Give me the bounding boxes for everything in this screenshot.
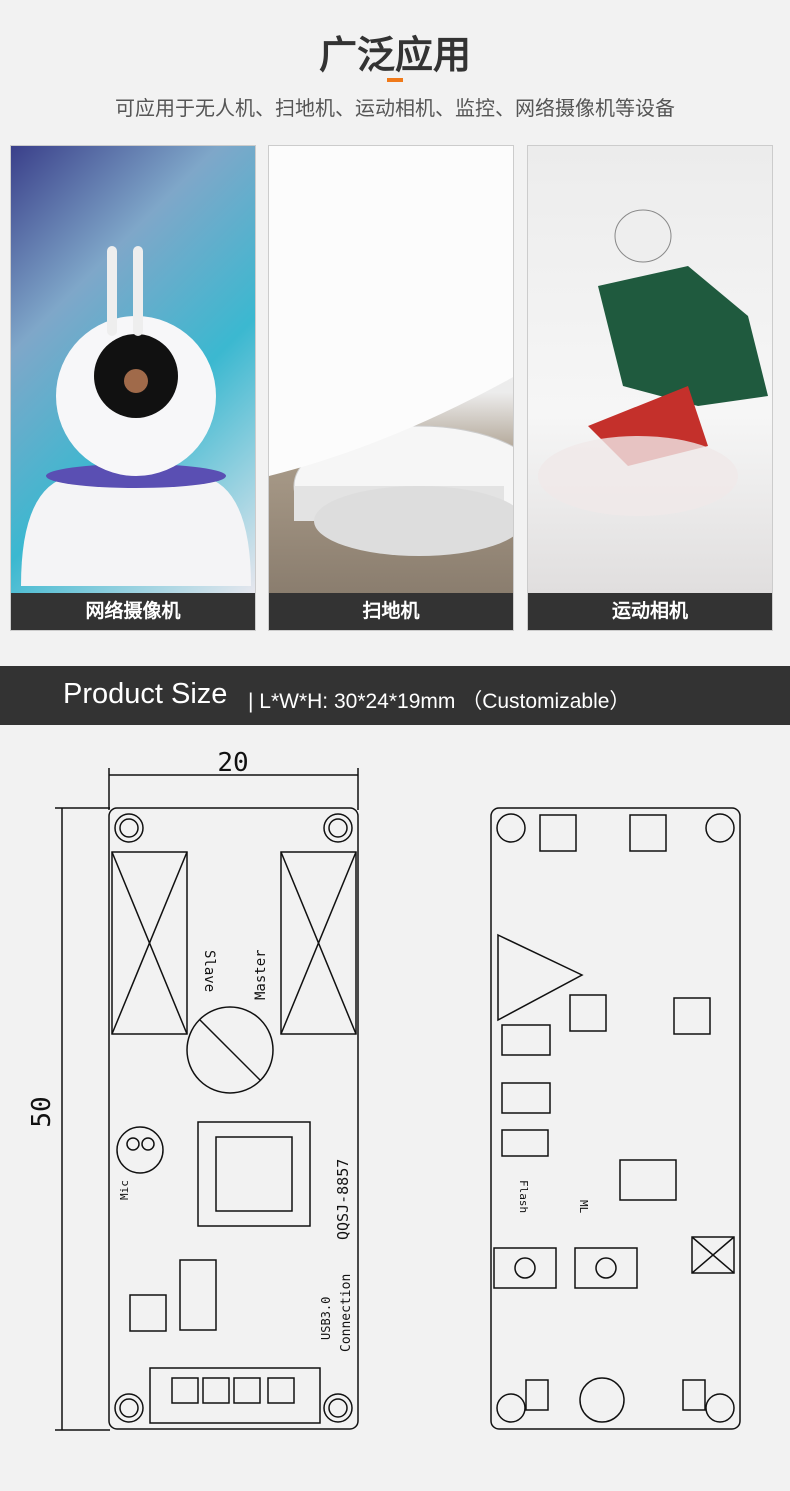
application-card-ip-camera: 网络摄像机 xyxy=(10,145,256,631)
front-board-drawing: 20 50 Slave Master Mic QQSJ-8857 USB3.0 … xyxy=(27,748,359,1431)
robot-vacuum-photo xyxy=(269,146,513,594)
ml-label: ML xyxy=(577,1200,590,1214)
product-size-details: | L*W*H: 30*24*19mm （Customizable） xyxy=(248,690,631,713)
ip-camera-photo xyxy=(11,146,255,594)
connection-label: Connection xyxy=(339,1274,354,1352)
application-card-action-camera: 运动相机 xyxy=(527,145,773,631)
camera-illustration xyxy=(21,246,251,586)
section-subtitle: 可应用于无人机、扫地机、运动相机、监控、网络摄像机等设备 xyxy=(115,96,675,120)
height-dimension: 50 xyxy=(27,1096,57,1127)
action-camera-photo xyxy=(528,146,772,594)
pcb-drawings: 20 50 Slave Master Mic QQSJ-8857 USB3.0 … xyxy=(27,748,741,1431)
product-size-heading: Product Size xyxy=(63,678,228,710)
usb-label: USB3.0 xyxy=(319,1297,333,1340)
application-label: 扫地机 xyxy=(269,593,513,630)
skier-illustration xyxy=(538,209,768,516)
back-board-drawing: Flash ML xyxy=(490,807,741,1430)
application-card-robot-vacuum: 扫地机 xyxy=(268,145,514,631)
slave-label: Slave xyxy=(201,950,217,992)
application-label: 网络摄像机 xyxy=(11,593,255,630)
width-dimension: 20 xyxy=(217,748,248,778)
mic-label: Mic xyxy=(118,1180,131,1200)
application-label: 运动相机 xyxy=(528,593,772,630)
flash-label: Flash xyxy=(517,1180,530,1213)
title-underline xyxy=(387,78,403,82)
model-label: QQSJ-8857 xyxy=(334,1159,352,1240)
section-title: 广泛应用 xyxy=(318,33,471,77)
vacuum-illustration xyxy=(269,146,513,556)
master-label: Master xyxy=(253,949,269,1000)
product-size-bar: Product Size | L*W*H: 30*24*19mm （Custom… xyxy=(0,666,790,725)
